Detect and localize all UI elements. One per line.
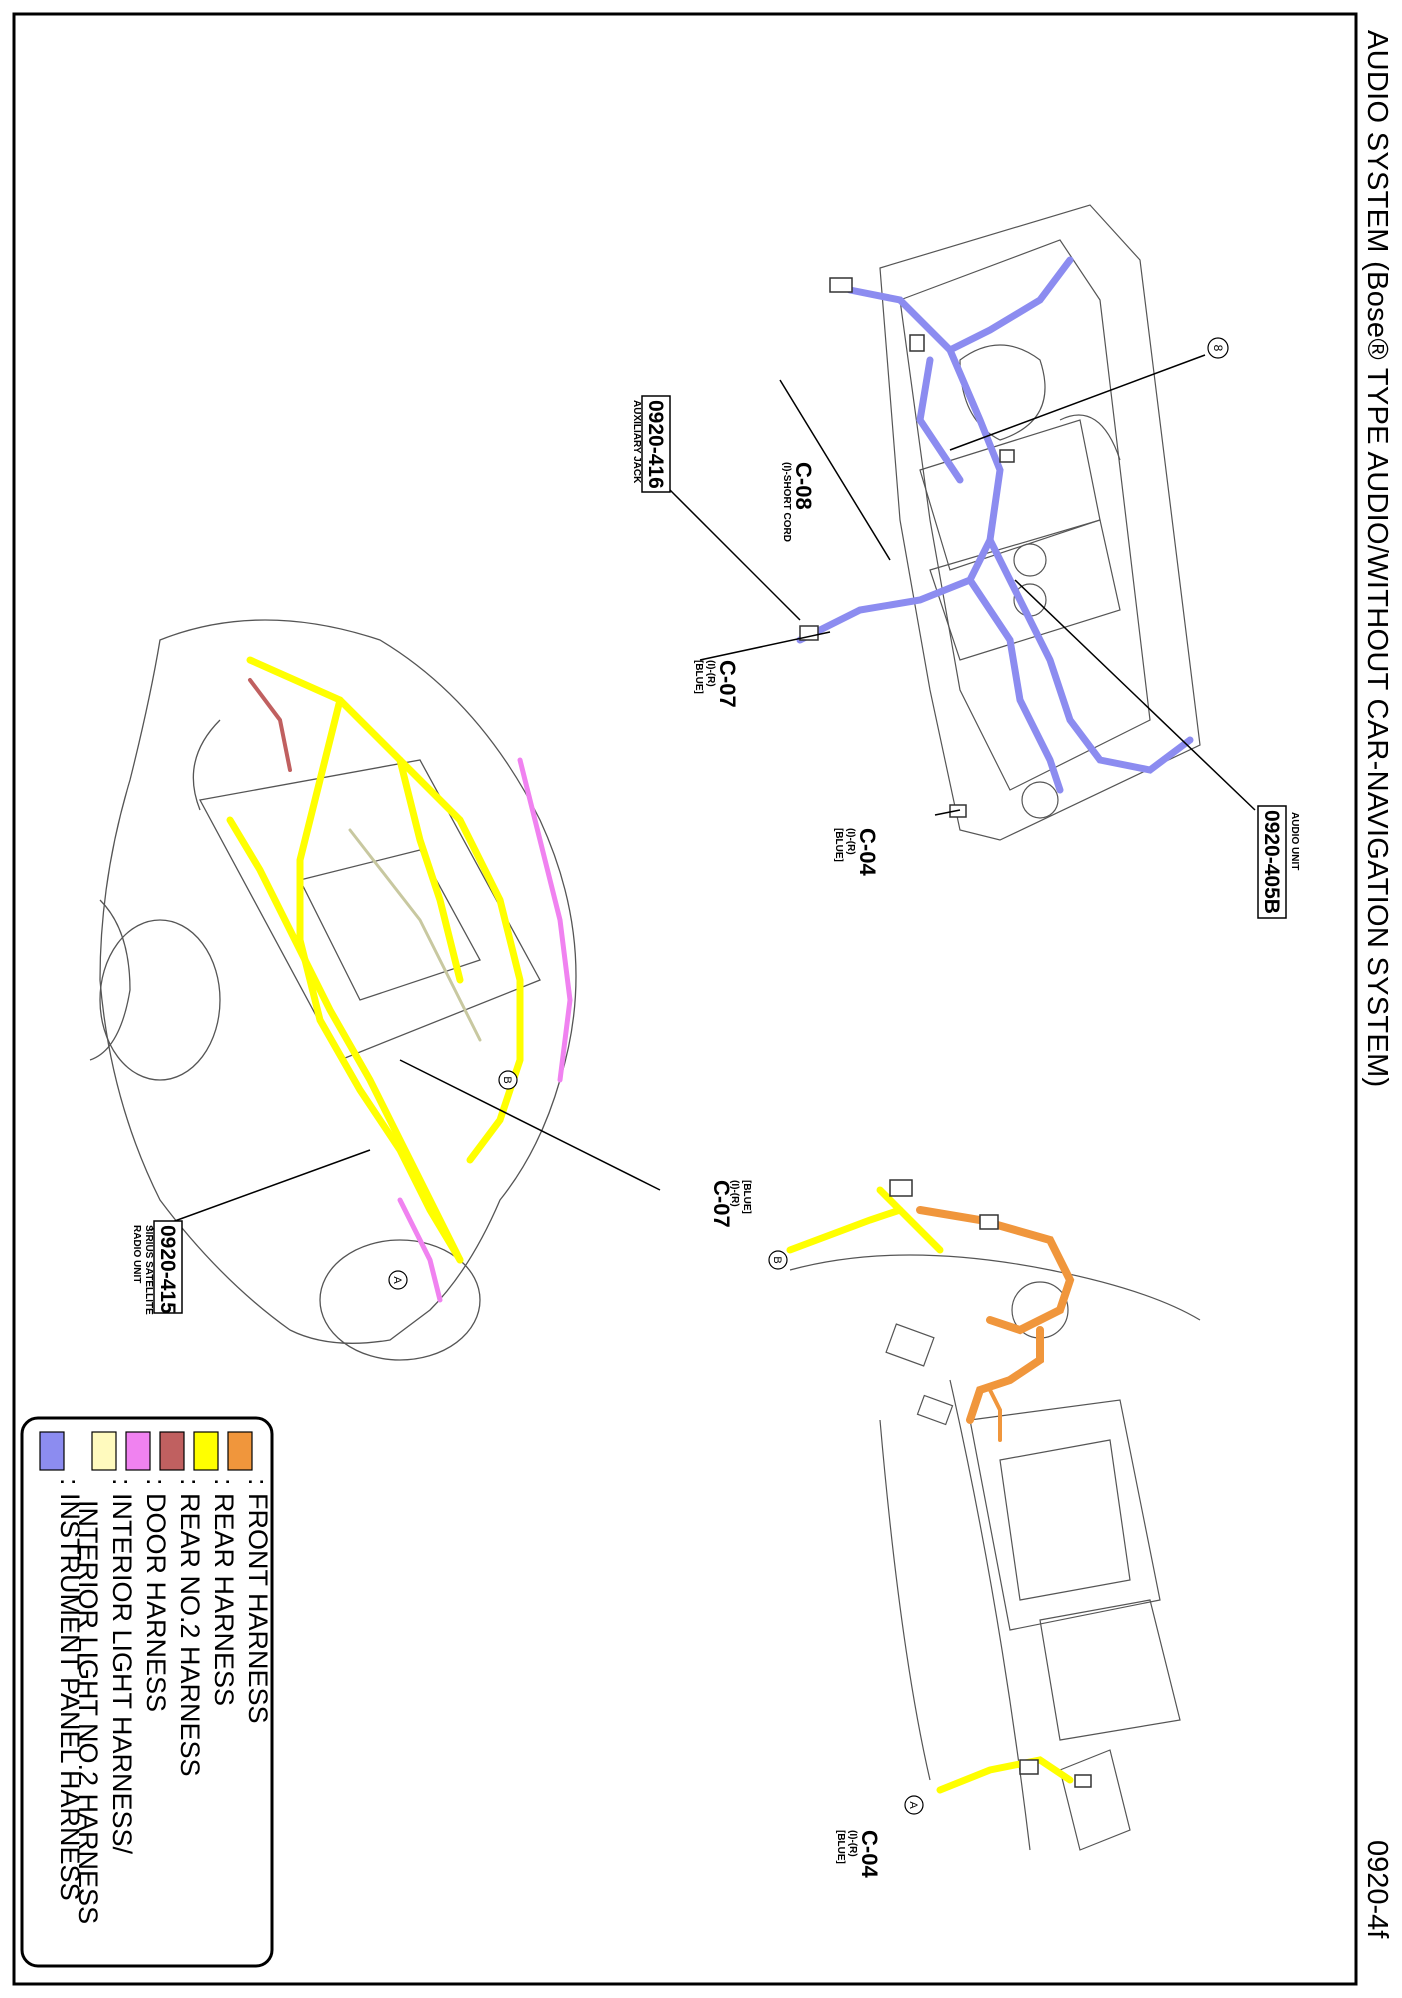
audio-unit-code: 0920-405B: [1260, 810, 1283, 914]
legend-label-4-line2: INTERIOR LIGHT NO.2 HARNESS: [73, 1500, 103, 1924]
component-auxiliary-jack: 0920-416 AUXILIARY JACK: [631, 395, 671, 493]
rear-harness-front: [786, 1186, 1074, 1794]
leader-lines: [149, 354, 1256, 1231]
legend-swatch-0: [227, 1431, 253, 1471]
legend-label-0: : FRONT HARNESS: [243, 1478, 273, 1724]
legend-label-1: : REAR HARNESS: [209, 1478, 239, 1706]
audio-unit-name: AUDIO UNIT: [1289, 812, 1300, 870]
connector-c07-dash-pin: (I)-(R): [705, 660, 716, 687]
marker-a-body-label: A: [391, 1276, 403, 1284]
legend-items: : FRONT HARNESS: REAR HARNESS: REAR NO.2…: [39, 1431, 273, 1924]
marker-b-body-label: B: [501, 1076, 513, 1083]
legend-swatch-4: [91, 1431, 117, 1471]
connector-c04-dash-color: [BLUE]: [833, 828, 844, 862]
connector-c07-body-color: [BLUE]: [741, 1180, 752, 1214]
connector-c07-body-pin: (I)-(R): [729, 1180, 740, 1207]
front-harness-thin: [988, 1388, 1002, 1442]
legend-swatch-5: [39, 1431, 65, 1471]
interior-light-harness: [348, 828, 482, 1042]
auxiliary-jack-code: 0920-416: [644, 400, 667, 489]
marker-8-dash: 8: [1207, 337, 1229, 359]
instrument-panel-drawing: [879, 204, 1201, 841]
page-number: 0920-4f: [1361, 1840, 1393, 1939]
marker-a-body: A: [388, 1270, 408, 1290]
legend-label-3: : DOOR HARNESS: [141, 1478, 171, 1712]
page-title: AUDIO SYSTEM (Bose® TYPE AUDIO/WITHOUT C…: [1361, 30, 1393, 1088]
front-harness: [916, 1206, 1075, 1424]
front-connectors: [889, 1179, 1092, 1788]
page-border: [12, 12, 1358, 1986]
connector-c07-dash-color: [BLUE]: [693, 660, 704, 694]
connector-c08-id: C-08: [791, 462, 816, 510]
door-harness: [397, 757, 573, 1303]
connector-c04-dash-id: C-04: [855, 828, 880, 876]
legend-swatch-1: [193, 1431, 219, 1471]
connector-c04-dash: C-04 (I)-(R) [BLUE]: [833, 828, 880, 876]
connector-c07-body-id: C-07: [709, 1180, 734, 1228]
connector-c08: C-08 (I)-SHORT CORD: [781, 462, 816, 542]
sirius-radio-code: 0920-415: [156, 1225, 179, 1314]
legend-label-2: : REAR NO.2 HARNESS: [175, 1478, 205, 1777]
sirius-radio-name2: RADIO UNIT: [131, 1225, 142, 1283]
connector-c07-dash: C-07 (I)-(R) [BLUE]: [693, 660, 740, 708]
marker-b-front: B: [768, 1250, 788, 1270]
legend-label-5: : INSTRUMENT PANEL HARNESS: [55, 1478, 85, 1901]
instrument-panel-connectors: [799, 277, 1015, 818]
legend-label-4: : INTERIOR LIGHT HARNESS/: [107, 1478, 137, 1855]
connector-c08-desc: (I)-SHORT CORD: [781, 462, 792, 542]
component-sirius-radio: 0920-415 SIRIUS SATELLITE RADIO UNIT: [131, 1220, 183, 1315]
marker-b-front-label: B: [771, 1256, 783, 1263]
connector-c04-front: C-04 (I)-(R) [BLUE]: [835, 1830, 882, 1878]
connector-c07-body: [BLUE] (I)-(R) C-07: [709, 1180, 752, 1228]
legend-box: [20, 1416, 274, 1968]
marker-b-body: B: [498, 1070, 518, 1090]
connector-c04-front-pin: (I)-(R): [847, 1830, 858, 1857]
vehicle-body-drawing: [89, 619, 577, 1361]
connector-c07-dash-id: C-07: [715, 660, 740, 708]
legend-swatch-3: [125, 1431, 151, 1471]
marker-8-label: 8: [1211, 345, 1225, 352]
sirius-radio-name: SIRIUS SATELLITE: [143, 1225, 154, 1315]
front-area-drawing: [789, 1254, 1201, 1851]
connector-c04-front-id: C-04: [857, 1830, 882, 1878]
marker-a-front-label: A: [907, 1801, 919, 1809]
rear-no2-harness: [248, 678, 292, 772]
legend-swatch-2: [159, 1431, 185, 1471]
instrument-panel-harness: [796, 256, 1194, 794]
component-audio-unit: 0920-405B AUDIO UNIT: [1257, 805, 1300, 919]
connector-c04-dash-pin: (I)-(R): [845, 828, 856, 855]
rear-harness: [226, 656, 524, 1264]
auxiliary-jack-name: AUXILIARY JACK: [631, 400, 642, 484]
connector-c04-front-color: [BLUE]: [835, 1830, 846, 1864]
legend: : FRONT HARNESS: REAR HARNESS: REAR NO.2…: [20, 1416, 274, 1968]
marker-a-front: A: [904, 1795, 924, 1815]
